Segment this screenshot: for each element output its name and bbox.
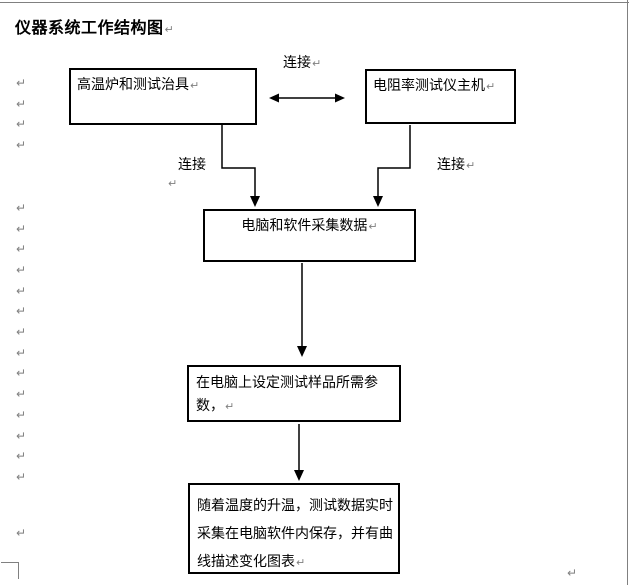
text-boundary-corner-mark (18, 562, 19, 579)
connect-label-left: 连接 (178, 156, 206, 172)
arrowhead-right (335, 93, 345, 103)
paragraph-mark-icon: ↵ (16, 526, 27, 540)
connect-label-top: 连接↵ (283, 54, 321, 72)
connector-host-to-computer[interactable] (373, 125, 411, 207)
paragraph-mark-icon: ↵ (16, 366, 27, 380)
arrowhead-down (373, 196, 383, 207)
paragraph-mark-icon: ↵ (16, 222, 27, 236)
paragraph-mark-icon: ↵ (16, 138, 27, 152)
text-boundary-corner-mark (1, 562, 19, 563)
paragraph-mark-icon: ↵ (16, 284, 27, 298)
flowchart-box-params[interactable]: 在电脑上设定测试样品所需参数，↵ (187, 365, 401, 422)
connect-label-left-text: 连接 (178, 156, 206, 172)
paragraph-mark-icon: ↵ (16, 117, 27, 131)
flowchart-box-furnace[interactable]: 高温炉和测试治具↵ (69, 68, 257, 125)
page-top-border (0, 2, 629, 3)
flowchart-box-host[interactable]: 电阻率测试仪主机↵ (365, 69, 516, 124)
arrowhead-down (297, 346, 307, 357)
flowchart-box-furnace-label: 高温炉和测试治具 (77, 76, 189, 92)
connector-furnace-to-computer[interactable] (221, 125, 260, 207)
paragraph-mark-icon: ↵ (16, 325, 27, 339)
paragraph-mark-icon: ↵ (312, 58, 322, 70)
paragraph-mark-icon: ↵ (486, 81, 496, 93)
paragraph-mark-icon: ↵ (16, 304, 27, 318)
paragraph-mark-icon: ↵ (466, 160, 476, 172)
paragraph-mark-icon: ↵ (16, 449, 27, 463)
connector-params-to-record[interactable] (294, 424, 304, 481)
flowchart-box-host-label: 电阻率测试仪主机 (373, 77, 485, 93)
paragraph-mark-icon: ↵ (16, 263, 27, 277)
flowchart-box-computer[interactable]: 电脑和软件采集数据↵ (203, 209, 416, 262)
page-right-border (627, 0, 628, 585)
paragraph-mark-icon: ↵ (16, 346, 27, 360)
paragraph-mark-icon: ↵ (296, 557, 306, 569)
flowchart-box-params-label: 在电脑上设定测试样品所需参数， (196, 374, 378, 413)
connect-label-right-text: 连接 (437, 156, 465, 172)
flowchart-box-computer-label: 电脑和软件采集数据 (241, 217, 368, 233)
flowchart-box-record-label: 随着温度的升温，测试数据实时采集在电脑软件内保存，并有曲线描述变化图表 (197, 497, 393, 569)
double-arrow-furnace-host[interactable] (269, 93, 345, 103)
paragraph-mark-icon: ↵ (225, 401, 235, 413)
connector-computer-to-params[interactable] (297, 263, 307, 357)
arrowhead-down (250, 196, 260, 207)
paragraph-mark-icon: ↵ (16, 470, 27, 484)
paragraph-mark-icon: ↵ (16, 429, 27, 443)
paragraph-mark-icon: ↵ (168, 178, 178, 190)
paragraph-mark-icon: ↵ (16, 97, 27, 111)
paragraph-mark-icon: ↵ (190, 80, 200, 92)
paragraph-mark-icon: ↵ (16, 242, 27, 256)
connect-label-top-text: 连接 (283, 54, 311, 70)
paragraph-mark-icon: ↵ (567, 566, 578, 580)
paragraph-mark-icon: ↵ (16, 76, 27, 90)
page-title-text: 仪器系统工作结构图 (15, 20, 164, 37)
paragraph-mark-icon: ↵ (16, 201, 27, 215)
arrowhead-down (294, 470, 304, 481)
flowchart-box-record[interactable]: 随着温度的升温，测试数据实时采集在电脑软件内保存，并有曲线描述变化图表↵ (188, 483, 400, 574)
arrowhead-left (269, 93, 279, 103)
paragraph-mark-icon: ↵ (16, 387, 27, 401)
paragraph-mark-icon: ↵ (368, 221, 378, 233)
connect-label-right: 连接↵ (437, 156, 475, 174)
paragraph-mark-icon: ↵ (164, 24, 174, 36)
page-title: 仪器系统工作结构图↵ (15, 18, 174, 41)
paragraph-mark-icon: ↵ (16, 408, 27, 422)
